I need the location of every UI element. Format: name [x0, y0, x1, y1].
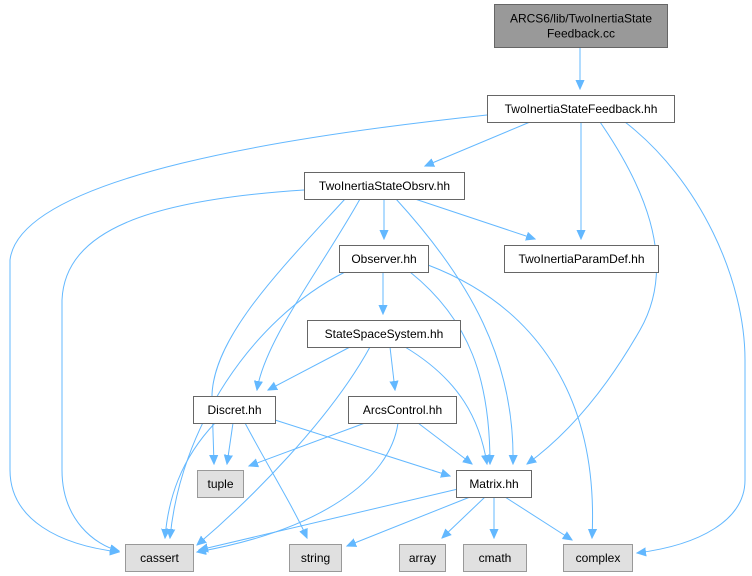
node-label-root: ARCS6/lib/TwoInertiaState [510, 12, 652, 26]
node-tisf[interactable]: TwoInertiaStateFeedback.hh [487, 95, 675, 123]
node-box-cassert [125, 544, 194, 572]
node-box-disc [193, 396, 276, 424]
node-box-obs [339, 245, 429, 273]
edge-mat-to-cassert [199, 488, 459, 550]
edge-sss-to-disc [268, 346, 351, 390]
edge-arcs-to-mat [417, 422, 472, 464]
node-label-tuple: tuple [207, 477, 233, 491]
node-label-mat: Matrix.hh [469, 477, 518, 491]
edge-tisf-to-mat [527, 121, 658, 464]
node-label-tiso: TwoInertiaStateObsrv.hh [319, 179, 450, 193]
edge-sss-to-arcs [390, 346, 395, 390]
node-complex: complex [563, 544, 633, 572]
node-arcs[interactable]: ArcsControl.hh [348, 396, 457, 424]
node-array: array [399, 544, 446, 572]
node-disc[interactable]: Discret.hh [193, 396, 276, 424]
node-obs[interactable]: Observer.hh [339, 245, 429, 273]
node-label-sss: StateSpaceSystem.hh [325, 327, 444, 341]
edge-tiso-to-disc [257, 198, 361, 390]
edge-arcs-to-cassert [197, 422, 399, 552]
edge-disc-to-tuple [227, 422, 234, 464]
edge-obs-to-complex [427, 264, 593, 538]
edge-tisf-to-complex [624, 121, 746, 553]
node-label-root: Feedback.cc [547, 27, 615, 41]
node-label-cmath: cmath [479, 551, 512, 565]
edge-tiso-to-mat [395, 198, 513, 464]
node-string: string [289, 544, 342, 572]
node-mat[interactable]: Matrix.hh [456, 470, 532, 498]
node-label-tisf: TwoInertiaStateFeedback.hh [505, 102, 658, 116]
node-root[interactable]: ARCS6/lib/TwoInertiaStateFeedback.cc [494, 4, 668, 48]
node-box-arcs [348, 396, 457, 424]
edge-layer [9, 47, 746, 553]
node-label-obs: Observer.hh [351, 252, 416, 266]
edge-disc-to-string [244, 422, 307, 538]
node-label-array: array [409, 551, 436, 565]
node-cmath: cmath [463, 544, 527, 572]
node-box-root [494, 4, 668, 48]
node-label-cassert: cassert [140, 551, 179, 565]
node-tipd[interactable]: TwoInertiaParamDef.hh [504, 245, 659, 273]
node-layer: ARCS6/lib/TwoInertiaStateFeedback.ccTwoI… [125, 4, 675, 572]
edge-sss-to-cassert [197, 346, 371, 545]
node-box-array [399, 544, 446, 572]
edge-obs-to-cassert [170, 271, 346, 538]
node-box-sss [307, 320, 461, 348]
edge-disc-to-mat [274, 419, 450, 476]
node-tiso[interactable]: TwoInertiaStateObsrv.hh [304, 172, 465, 200]
node-box-tuple [197, 470, 244, 498]
node-tuple: tuple [197, 470, 244, 498]
node-cassert: cassert [125, 544, 194, 572]
edge-sss-to-mat [404, 346, 487, 464]
node-label-disc: Discret.hh [207, 403, 261, 417]
node-label-complex: complex [576, 551, 621, 565]
node-box-string [289, 544, 342, 572]
edge-disc-to-cassert [165, 422, 216, 538]
node-sss[interactable]: StateSpaceSystem.hh [307, 320, 461, 348]
node-box-tipd [504, 245, 659, 273]
node-box-complex [563, 544, 633, 572]
edge-mat-to-complex [504, 496, 572, 540]
edge-tiso-to-tuple [212, 198, 346, 464]
edge-tisf-to-tiso [425, 121, 531, 166]
edge-obs-to-mat [409, 271, 490, 464]
node-box-tisf [487, 95, 675, 123]
node-label-string: string [301, 551, 330, 565]
edge-tiso-to-cassert [61, 189, 305, 551]
node-box-tiso [304, 172, 465, 200]
edge-arcs-to-tuple [249, 422, 366, 466]
edge-tisf-to-cassert [9, 114, 488, 552]
edge-tiso-to-tipd [414, 198, 535, 239]
node-label-tipd: TwoInertiaParamDef.hh [518, 252, 644, 266]
node-box-cmath [463, 544, 527, 572]
edge-mat-to-string [347, 496, 471, 546]
edge-mat-to-array [442, 496, 486, 538]
node-box-mat [456, 470, 532, 498]
node-label-arcs: ArcsControl.hh [363, 403, 442, 417]
